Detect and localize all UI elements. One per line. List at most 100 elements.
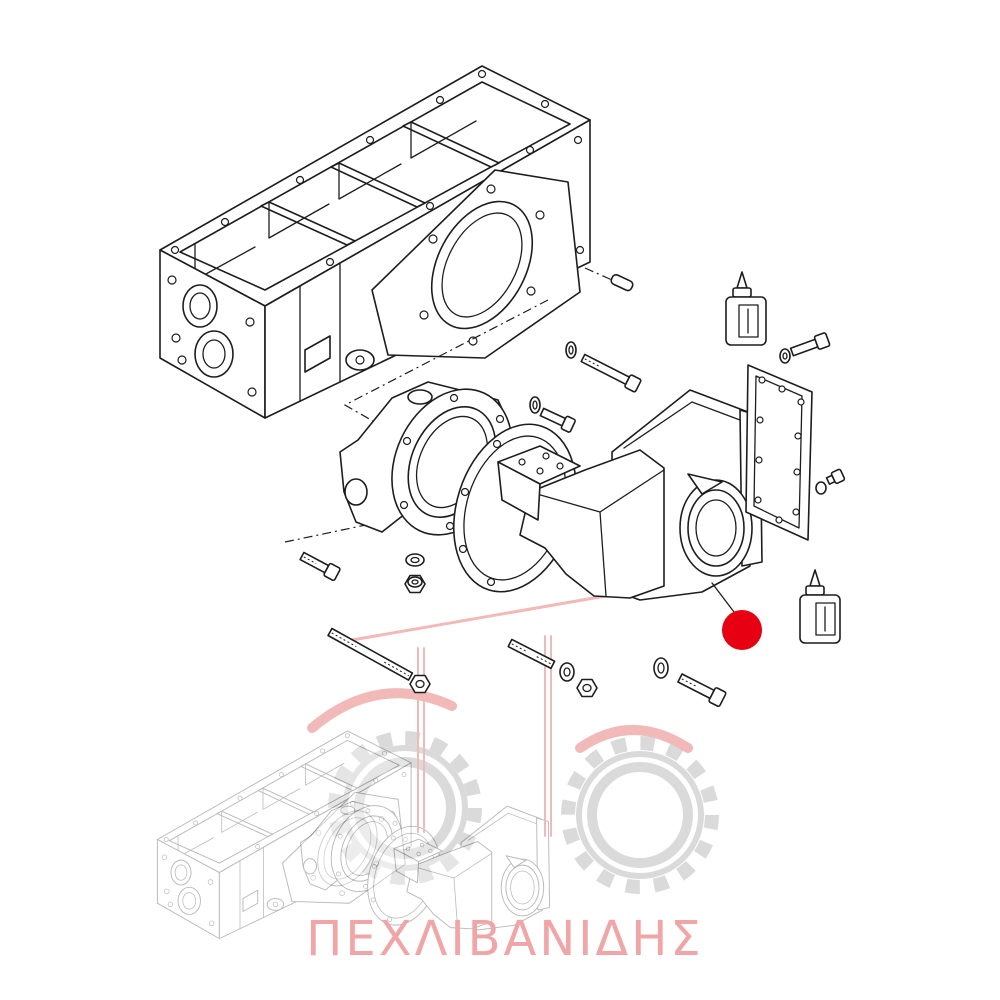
bolt-hole — [756, 416, 764, 424]
bolt-hole — [425, 201, 435, 211]
transmission-housing — [159, 65, 591, 419]
callout-leader-line — [711, 582, 735, 613]
stud — [507, 638, 556, 670]
dashed-alignment-line — [584, 267, 613, 281]
flange-opening — [430, 200, 534, 330]
bolt-hole — [477, 69, 487, 79]
bolt-hole — [435, 95, 445, 105]
sealant-bottle-bottom — [799, 569, 841, 644]
bolt-shank — [580, 353, 631, 386]
gasket-outline — [745, 364, 813, 541]
flange-bolt-holes — [419, 184, 545, 346]
dashed-alignment-line — [343, 299, 549, 425]
bolt — [539, 407, 576, 433]
washer-hole — [532, 400, 538, 410]
bolt-hole — [177, 355, 187, 365]
flange-opening-inner — [441, 212, 523, 318]
bolt-hole — [245, 317, 255, 327]
bolt — [789, 332, 831, 357]
bolt-hole — [758, 376, 766, 384]
bolt-hole — [325, 257, 335, 267]
bolt-hole — [794, 432, 802, 440]
bolt-hole — [573, 135, 583, 145]
bolt-hole — [167, 275, 177, 285]
washer — [405, 553, 425, 567]
hub-bore-inner — [695, 499, 737, 557]
bolt-hole — [536, 467, 544, 475]
nut — [576, 678, 598, 698]
housing-rib — [330, 162, 426, 208]
bolt-shank — [677, 673, 715, 700]
stud-thread — [331, 632, 357, 647]
bolt-hole — [428, 234, 438, 244]
housing-rib — [402, 121, 500, 168]
gear-rim — [576, 751, 704, 879]
bolt-head — [830, 468, 846, 485]
bolt-hole — [535, 210, 545, 220]
cover-ear-bore — [344, 478, 368, 506]
sealant-bottle-top — [725, 271, 767, 346]
washer — [559, 662, 575, 682]
bolt-hole — [556, 462, 564, 470]
bolt-hole — [793, 468, 801, 476]
bolt — [677, 673, 727, 708]
bolt-hole — [755, 456, 763, 464]
nut — [409, 674, 431, 694]
bolt-hole — [170, 245, 180, 255]
bolt-hole — [754, 496, 762, 504]
bolt-hole — [419, 310, 429, 320]
bolt-hole — [492, 439, 502, 449]
stud-shank — [327, 627, 414, 681]
bottle-cap — [805, 585, 825, 596]
fasteners — [299, 332, 846, 708]
hotspot-marker[interactable] — [722, 610, 762, 650]
bolt-thread — [584, 358, 602, 368]
watermark-logo — [156, 588, 719, 940]
bolt-hole — [792, 508, 800, 516]
nut — [404, 574, 426, 594]
end-face-bore — [194, 330, 234, 378]
end-face-bore — [182, 284, 218, 328]
bolt — [580, 353, 642, 393]
washer — [779, 348, 791, 364]
bolt-hole — [778, 385, 786, 393]
bolt-head — [813, 332, 831, 350]
final-drive-box-rim — [623, 401, 741, 449]
nut-hex — [409, 674, 431, 694]
bottle-body — [799, 594, 841, 644]
bolt-hole — [399, 500, 409, 510]
bolt-hole — [486, 577, 496, 587]
bolt-hole — [365, 135, 375, 145]
dowel-pin — [610, 273, 634, 292]
stud — [327, 627, 414, 681]
bolt-hole — [247, 387, 257, 397]
cover-top-boss — [407, 389, 433, 405]
tractor-post-right — [544, 635, 552, 837]
bottle-nozzle — [809, 569, 821, 587]
washer — [815, 481, 827, 495]
bolt-head — [708, 687, 727, 708]
bolt-hole — [449, 393, 459, 403]
bolt — [299, 551, 341, 582]
bottle-cap — [732, 287, 752, 298]
washer — [529, 396, 541, 414]
cavity-wall — [268, 201, 330, 239]
axle-housing-assembly — [339, 381, 763, 601]
cavity-wall — [338, 162, 402, 200]
housing-rib — [260, 201, 356, 246]
dowel-pin-body — [610, 273, 634, 292]
reduction-arm-edge — [599, 511, 607, 597]
bolt-hole — [171, 333, 181, 343]
tractor-arc-right — [575, 725, 693, 753]
washer — [653, 657, 669, 679]
tractor-roof-line — [350, 588, 642, 642]
nut-face — [407, 576, 423, 588]
bolt-hole — [220, 217, 230, 227]
bolt-hole — [445, 521, 455, 531]
nut-hole — [582, 683, 592, 693]
nut-hex — [576, 678, 598, 698]
bolt-hole — [797, 398, 805, 406]
washer — [565, 341, 577, 359]
bottle-label — [815, 602, 836, 636]
